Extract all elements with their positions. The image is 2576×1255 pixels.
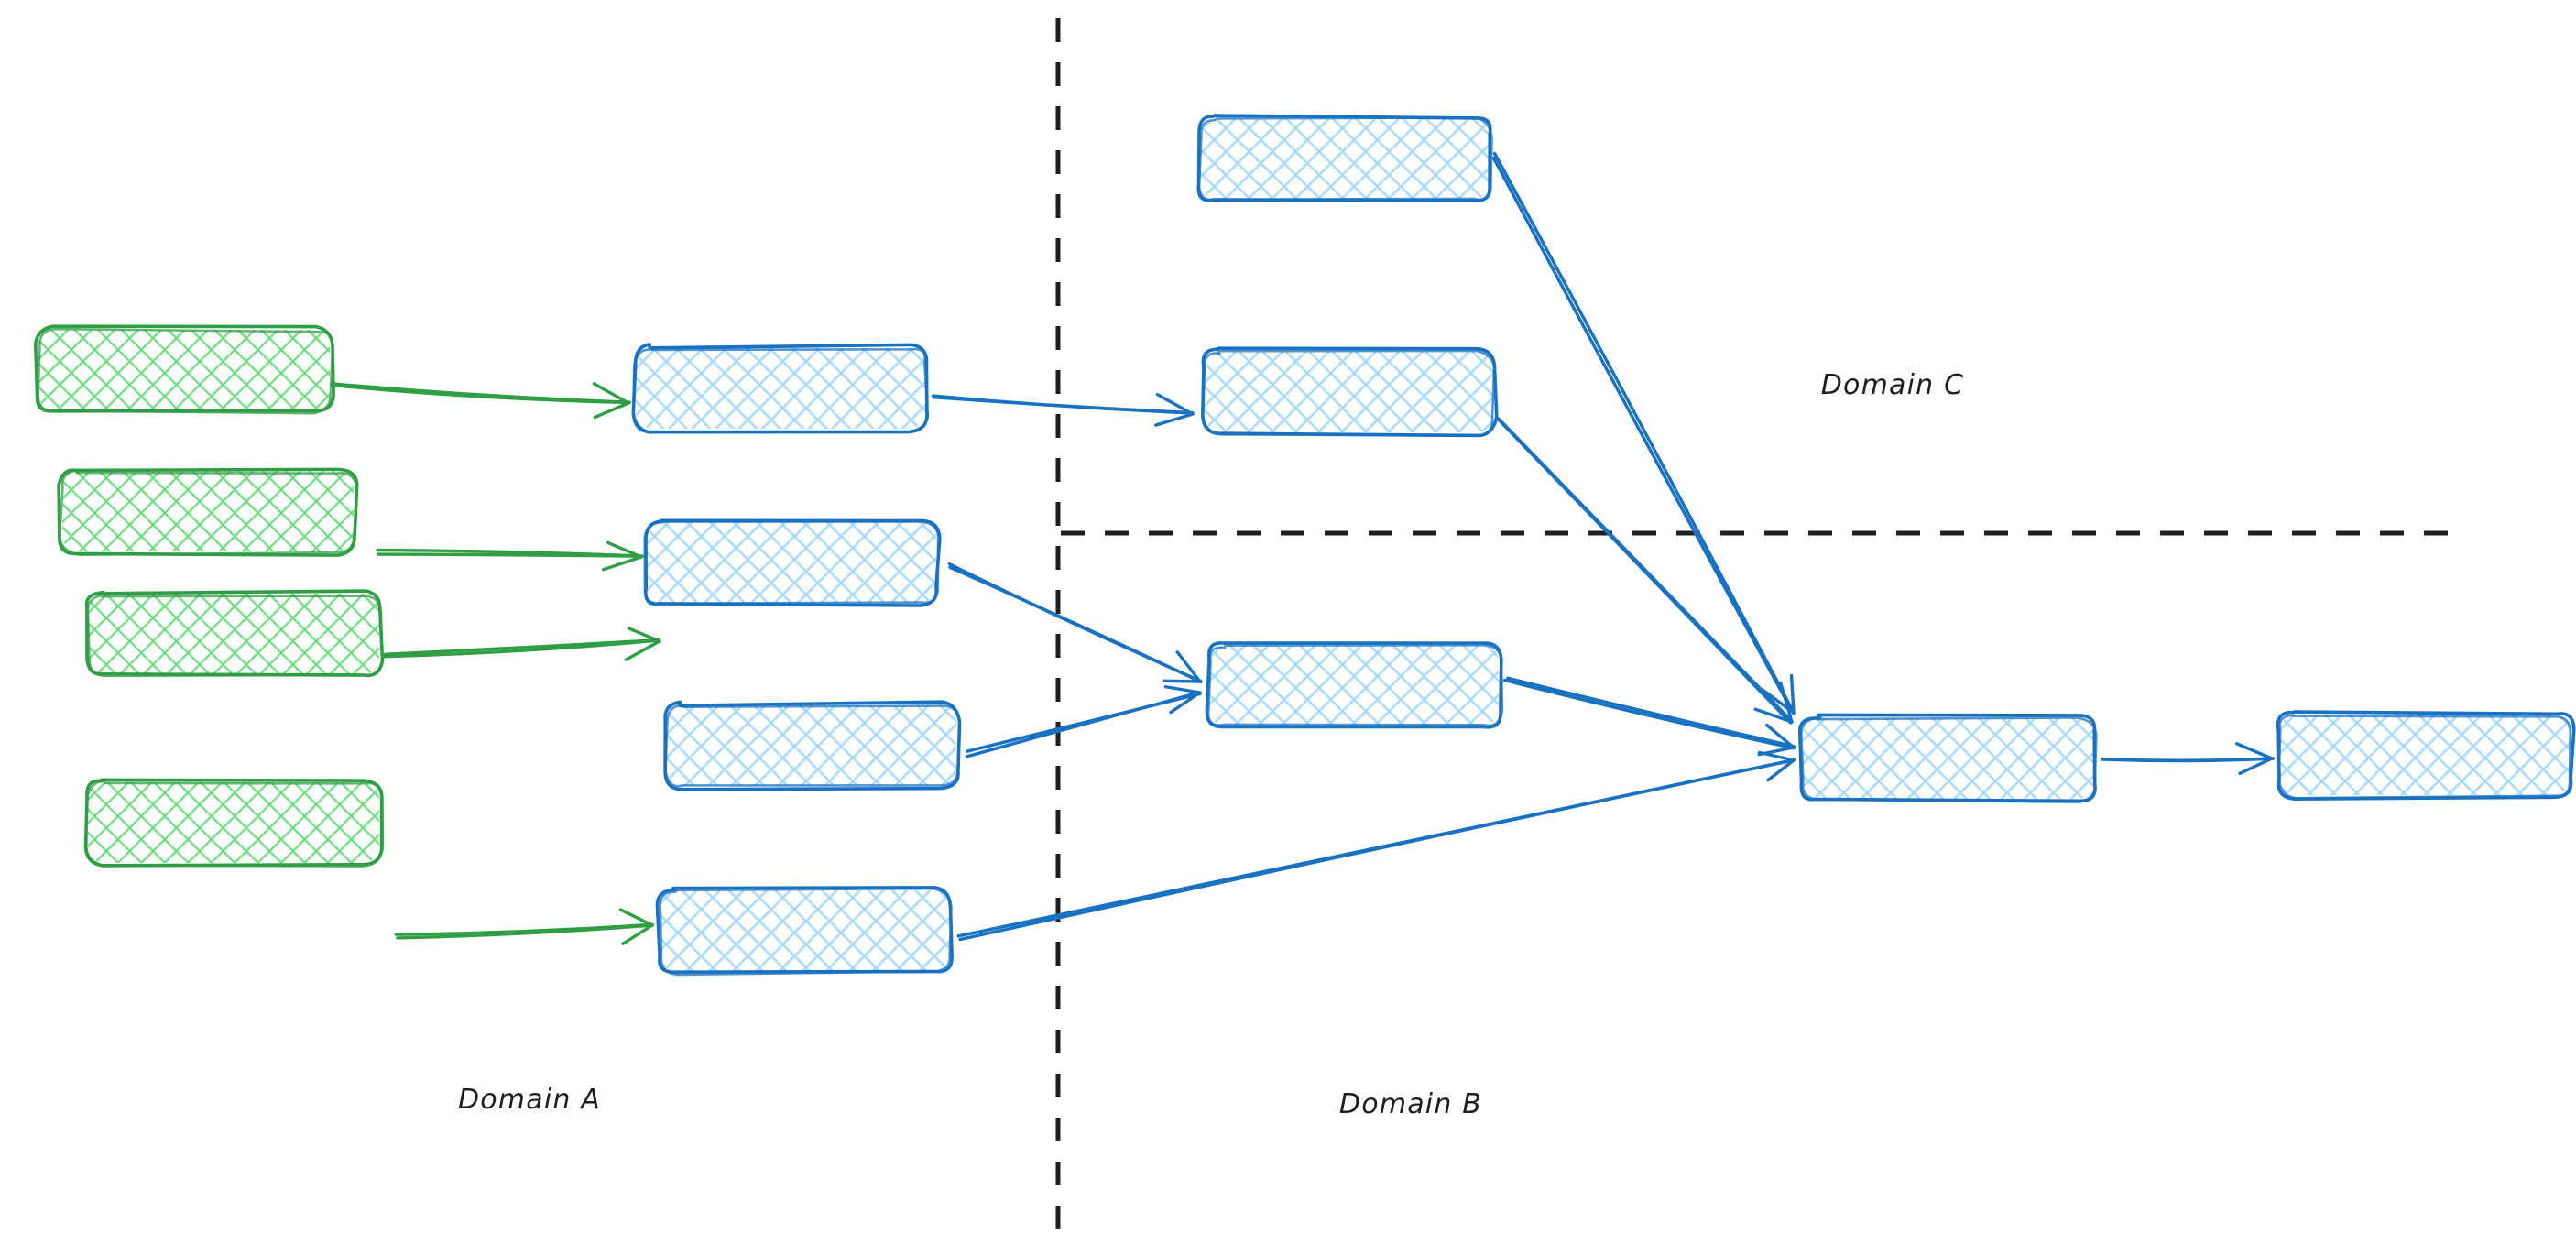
edge-b4-d1: [956, 750, 1796, 942]
label-domain-a: Domain A: [458, 1084, 601, 1116]
node-b1[interactable]: [631, 343, 930, 434]
node-c1[interactable]: [1196, 114, 1493, 202]
node-c2[interactable]: [1201, 346, 1499, 438]
node-b4[interactable]: [655, 886, 954, 977]
edge-layer: [330, 151, 2276, 945]
divider-layer: [1055, 18, 2451, 1244]
edge-c1-d1: [1491, 151, 1796, 715]
edge-a4-b4: [394, 908, 654, 945]
node-c3[interactable]: [1205, 641, 1504, 729]
node-a1[interactable]: [33, 324, 335, 415]
edge-a3-b3: [383, 627, 661, 661]
label-domain-b: Domain B: [1339, 1088, 1482, 1120]
node-b2[interactable]: [643, 518, 942, 607]
node-e1[interactable]: [2276, 710, 2576, 801]
label-domain-c: Domain C: [1821, 369, 1965, 401]
node-b3[interactable]: [663, 700, 962, 791]
node-layer: [33, 114, 2576, 977]
edge-a1-b1: [330, 382, 632, 420]
edge-d1-e1: [2100, 742, 2276, 776]
node-a2[interactable]: [57, 467, 359, 557]
edge-c2-d1: [1496, 417, 1794, 725]
node-d1[interactable]: [1797, 713, 2098, 803]
edge-c3-d1: [1502, 676, 1796, 757]
edge-b3-c3: [965, 685, 1202, 758]
edge-b1-c2: [931, 392, 1195, 427]
edge-b2-c3: [947, 562, 1203, 684]
node-a4[interactable]: [83, 778, 385, 868]
node-a3[interactable]: [84, 589, 385, 678]
label-layer: Domain A Domain B Domain C: [458, 369, 1965, 1120]
edge-a2-b2: [376, 540, 644, 572]
